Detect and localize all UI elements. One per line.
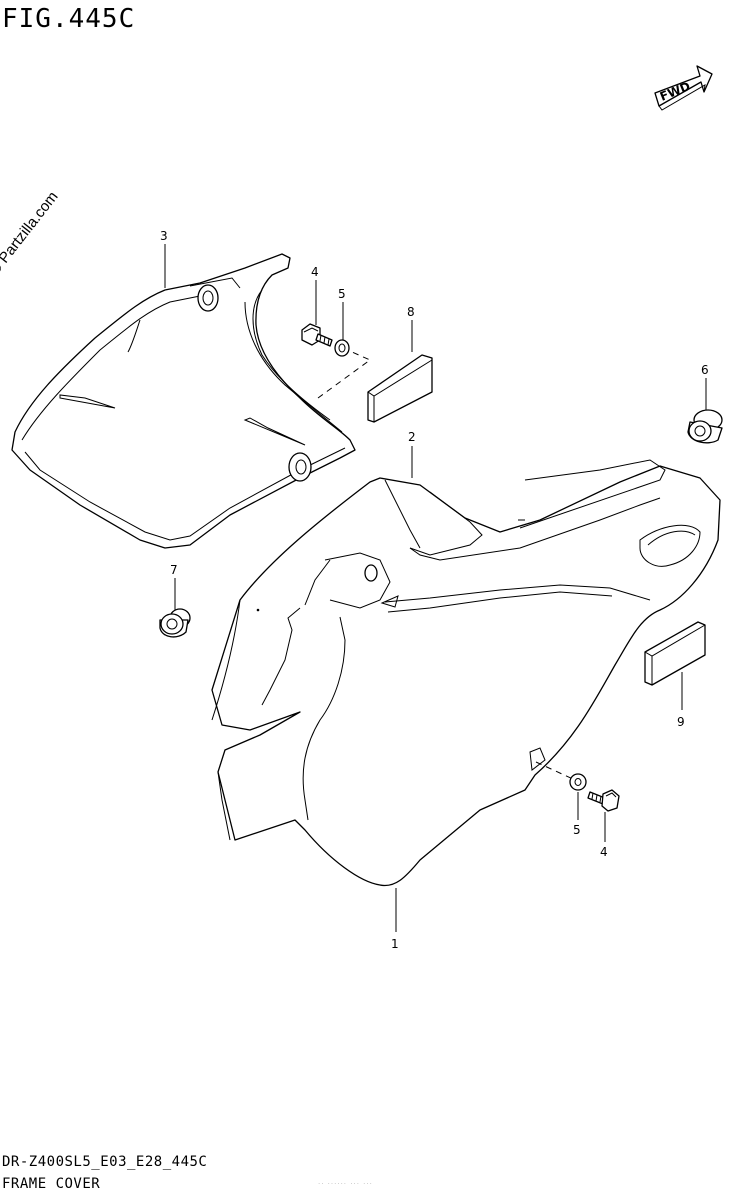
assembly-line-lower xyxy=(535,761,576,781)
fwd-label: FWD xyxy=(658,79,692,104)
callout-4-upper: 4 xyxy=(311,265,319,279)
callout-5-upper: 5 xyxy=(338,287,346,301)
part-1-main-frame-cover xyxy=(211,459,721,887)
fwd-arrow-icon: FWD xyxy=(654,65,713,111)
callout-5-lower: 5 xyxy=(573,823,581,837)
callout-leaders xyxy=(164,244,707,932)
part-7-grommet xyxy=(159,608,191,638)
part-4-bolt-lower xyxy=(587,789,620,812)
callout-4-lower: 4 xyxy=(600,845,608,859)
callout-9: 9 xyxy=(677,715,685,729)
faint-footer-text: ·· ······ ··· ··· xyxy=(318,1180,373,1188)
callout-3: 3 xyxy=(160,229,168,243)
diagram-name: FRAME COVER xyxy=(2,1176,101,1192)
part-4-bolt-upper xyxy=(301,323,333,347)
diagram-code: DR-Z400SL5_E03_E28_445C xyxy=(2,1154,208,1170)
callout-7: 7 xyxy=(170,563,178,577)
part-3-left-frame-cover xyxy=(11,253,356,549)
part-8-cushion-pad xyxy=(367,354,433,423)
callout-1: 1 xyxy=(391,937,399,951)
callout-2: 2 xyxy=(408,430,416,444)
part-6-grommet xyxy=(687,409,723,444)
part-9-cushion-pad xyxy=(644,621,706,686)
part-5-washer-upper xyxy=(334,339,350,357)
callout-6: 6 xyxy=(701,363,709,377)
figure-title: FIG.445C xyxy=(2,4,136,34)
callout-8: 8 xyxy=(407,305,415,319)
part-5-washer-lower xyxy=(569,773,587,791)
assembly-line-upper xyxy=(317,351,371,399)
